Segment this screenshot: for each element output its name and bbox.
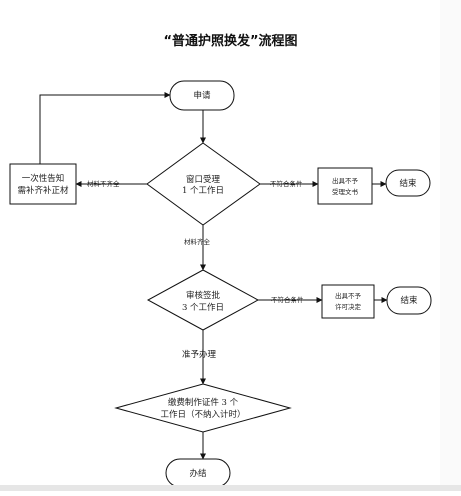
apply-node	[169, 80, 235, 111]
notify-label-line1: 一次性告知	[22, 173, 65, 184]
reject-doc-label-line1: 出具不予	[332, 176, 359, 185]
end-node-2	[386, 286, 432, 315]
end-node-1	[385, 169, 431, 197]
review-decision	[146, 269, 260, 331]
window-label-line2: 1 个工作日	[182, 185, 224, 196]
permit-label-line1: 出具不予	[335, 291, 362, 300]
end-label-1: 结束	[399, 178, 417, 189]
permit-box	[321, 284, 375, 319]
fee-decision	[114, 383, 292, 433]
window-decision	[146, 142, 261, 226]
page-title: “普通护照换发”流程图	[163, 34, 298, 49]
apply-label: 申请	[193, 90, 211, 101]
edge-label-complete: 材料齐全	[184, 237, 211, 246]
reject-doc-label-line2: 受理文书	[332, 187, 359, 196]
fee-label-line2: 工作日（不纳入计时）	[160, 409, 245, 420]
window-label-line1: 窗口受理	[186, 174, 221, 185]
review-label-line2: 3 个工作日	[182, 302, 224, 313]
page-margin-right	[440, 0, 461, 491]
notify-box	[9, 163, 77, 205]
edge-label-approved: 准予办理	[182, 349, 217, 360]
edge-label-incomplete: 材料不齐全	[87, 179, 120, 188]
connectors	[39, 92, 388, 460]
notify-label-line2: 需补齐补正材	[17, 185, 69, 196]
edge-label-not-met-1: 不符合条件	[270, 179, 303, 188]
edge-label-not-met-2: 不符合条件	[271, 295, 304, 304]
arrow-notify-to-apply	[39, 92, 171, 164]
end-label-2: 结束	[400, 295, 418, 306]
done-label: 办结	[189, 468, 206, 479]
permit-label-line2: 许可决定	[335, 302, 362, 311]
review-label-line1: 审核签批	[186, 290, 221, 301]
page-bottom-strip	[0, 485, 461, 491]
fee-label-line1: 缴费制作证件 3 个	[168, 397, 239, 408]
reject-doc-box	[317, 167, 373, 205]
